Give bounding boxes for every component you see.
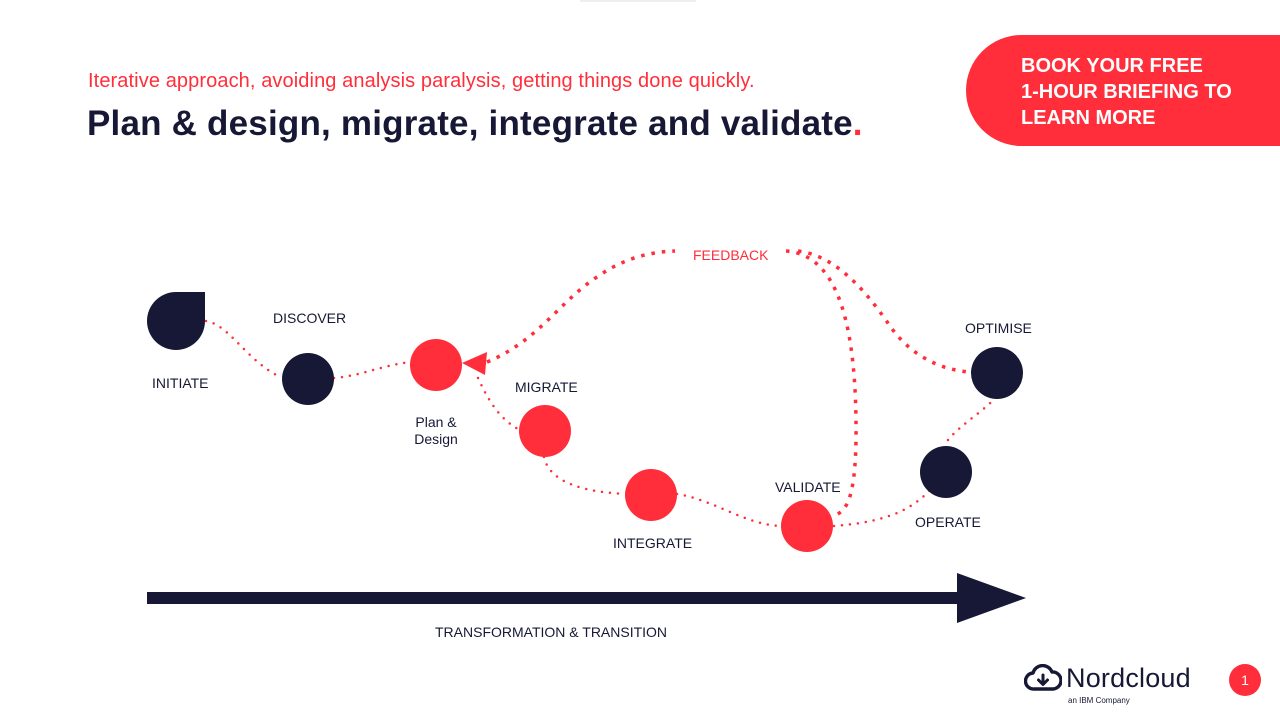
operate-label: OPERATE xyxy=(915,514,981,530)
connector-discover-plan xyxy=(332,360,412,380)
connector-migrate-integrate xyxy=(542,455,627,496)
initiate-node xyxy=(147,292,205,350)
cta-line-3: LEARN MORE xyxy=(1021,107,1156,129)
top-tab-marker xyxy=(580,0,696,2)
connector-plan-migrate xyxy=(476,376,522,432)
validate-node xyxy=(781,500,833,552)
cta-line-2: 1-HOUR BRIEFING TO xyxy=(1021,81,1232,103)
plan-design-label-line-1: Plan & xyxy=(415,414,457,430)
brand-subtitle: an IBM Company xyxy=(1068,696,1130,705)
connector-operate-optimise xyxy=(946,396,997,442)
integrate-node xyxy=(625,469,677,521)
validate-label: VALIDATE xyxy=(775,479,841,495)
plan-design-label-line-2: Design xyxy=(414,431,458,447)
discover-label: DISCOVER xyxy=(273,310,347,326)
cloud-icon xyxy=(1024,664,1062,691)
migrate-label: MIGRATE xyxy=(515,379,578,395)
integrate-label: INTEGRATE xyxy=(613,535,693,551)
feedback-label: FEEDBACK xyxy=(693,247,769,263)
plan-design-node xyxy=(410,339,462,391)
page-title: Plan & design, migrate, integrate and va… xyxy=(87,104,863,144)
optimise-node xyxy=(971,347,1023,399)
timeline-arrowhead xyxy=(957,573,1026,623)
timeline-label: TRANSFORMATION & TRANSITION xyxy=(435,624,668,640)
book-briefing-button[interactable]: BOOK YOUR FREE 1-HOUR BRIEFING TO LEARN … xyxy=(966,35,1280,146)
cta-line-1: BOOK YOUR FREE xyxy=(1021,55,1203,77)
subtitle: Iterative approach, avoiding analysis pa… xyxy=(88,70,755,92)
connector-initiate-discover xyxy=(204,319,284,380)
title-text: Plan & design, migrate, integrate and va… xyxy=(87,104,853,143)
operate-node xyxy=(920,446,972,498)
feedback-arrowhead xyxy=(462,352,487,375)
discover-node xyxy=(282,353,334,405)
page-number-badge: 1 xyxy=(1229,664,1261,696)
feedback-loop-to-plan xyxy=(486,249,676,364)
migrate-node xyxy=(519,405,571,457)
optimise-label: OPTIMISE xyxy=(965,320,1032,336)
feedback-loop-validate xyxy=(785,249,858,517)
nordcloud-logo: Nordcloud an IBM Company xyxy=(1024,663,1214,707)
initiate-label: INITIATE xyxy=(152,375,209,391)
connector-integrate-validate xyxy=(675,492,784,528)
timeline-bar xyxy=(147,592,962,604)
plan-design-label: Plan & Design xyxy=(410,414,462,448)
title-dot: . xyxy=(852,104,863,143)
brand-name: Nordcloud xyxy=(1066,663,1191,693)
